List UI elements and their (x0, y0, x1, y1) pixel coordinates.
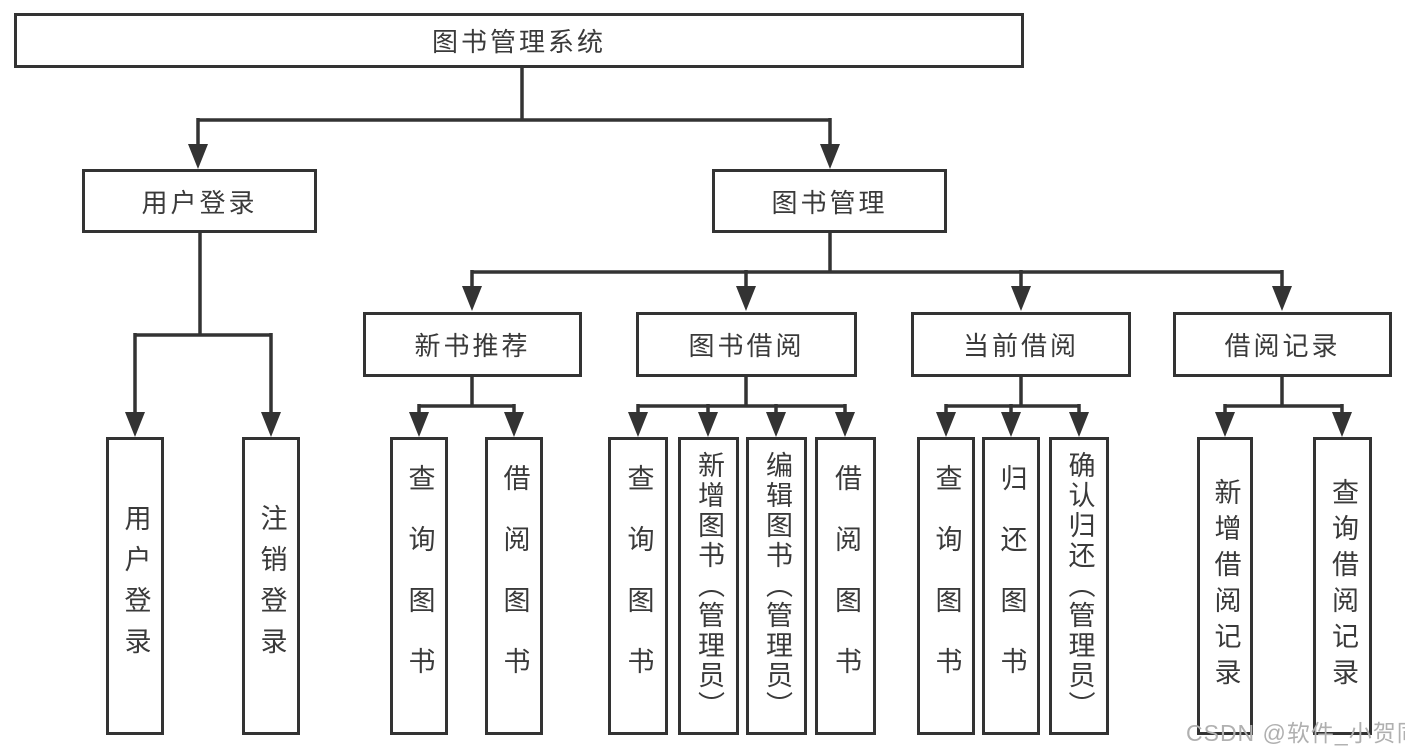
connector-user-login-to-leaves (125, 232, 281, 437)
connector-root-to-level2 (188, 66, 840, 169)
node-user-login-label: 用户登录 (141, 187, 258, 218)
leaf-current-query-books-label: 查询图书 (931, 464, 962, 708)
leaf-current-confirm-return-admin-label: 确认归还（管理员） (1064, 451, 1095, 721)
connector-new-books-to-leaves (409, 375, 524, 437)
leaf-user-login-label: 用户登录 (120, 504, 151, 668)
leaf-current-return-book-label: 归还图书 (996, 464, 1027, 708)
leaf-borrow-add-book-admin-label: 新增图书（管理员） (694, 451, 724, 721)
leaf-borrow-query-books: 查询图书 (608, 437, 668, 735)
node-new-book-recommend: 新书推荐 (363, 312, 582, 377)
leaf-newrec-borrow-books: 借阅图书 (485, 437, 543, 735)
leaf-borrow-edit-book-admin: 编辑图书（管理员） (746, 437, 807, 735)
node-borrow-records-label: 借阅记录 (1224, 331, 1341, 361)
node-new-book-recommend-label: 新书推荐 (414, 331, 531, 361)
leaf-newrec-query-books-label: 查询图书 (404, 464, 435, 708)
node-borrow-records: 借阅记录 (1173, 312, 1392, 377)
leaf-logout-label: 注销登录 (256, 504, 287, 668)
leaf-records-add-record: 新增借阅记录 (1197, 437, 1253, 735)
connector-book-borrow-to-leaves (628, 375, 855, 437)
node-book-management: 图书管理 (712, 169, 947, 233)
leaf-logout: 注销登录 (242, 437, 300, 735)
connector-borrow-records-to-leaves (1215, 375, 1352, 437)
node-user-login: 用户登录 (82, 169, 317, 233)
leaf-newrec-query-books: 查询图书 (390, 437, 448, 735)
node-book-borrow: 图书借阅 (636, 312, 857, 377)
leaf-borrow-borrow-books: 借阅图书 (815, 437, 876, 735)
leaf-newrec-borrow-books-label: 借阅图书 (499, 464, 530, 708)
leaf-records-query-record-label: 查询借阅记录 (1328, 478, 1358, 694)
leaf-records-add-record-label: 新增借阅记录 (1210, 478, 1241, 694)
leaf-records-query-record: 查询借阅记录 (1313, 437, 1372, 735)
leaf-current-query-books: 查询图书 (917, 437, 975, 735)
leaf-borrow-add-book-admin: 新增图书（管理员） (678, 437, 739, 735)
node-book-management-label: 图书管理 (771, 187, 888, 218)
csdn-watermark: CSDN @软件_小贺同学 (1186, 720, 1405, 746)
node-root-label: 图书管理系统 (431, 27, 606, 57)
node-current-borrow-label: 当前借阅 (962, 331, 1079, 361)
leaf-borrow-edit-book-admin-label: 编辑图书（管理员） (762, 451, 792, 721)
node-book-borrow-label: 图书借阅 (688, 331, 805, 361)
leaf-current-confirm-return-admin: 确认归还（管理员） (1049, 437, 1109, 735)
node-current-borrow: 当前借阅 (911, 312, 1131, 377)
leaf-borrow-query-books-label: 查询图书 (623, 464, 654, 708)
leaf-current-return-book: 归还图书 (982, 437, 1040, 735)
connector-current-borrow-to-leaves (936, 375, 1089, 437)
node-root: 图书管理系统 (14, 13, 1024, 68)
connector-book-mgmt-to-level3 (462, 232, 1292, 311)
leaf-user-login: 用户登录 (106, 437, 164, 735)
leaf-borrow-borrow-books-label: 借阅图书 (831, 464, 861, 708)
